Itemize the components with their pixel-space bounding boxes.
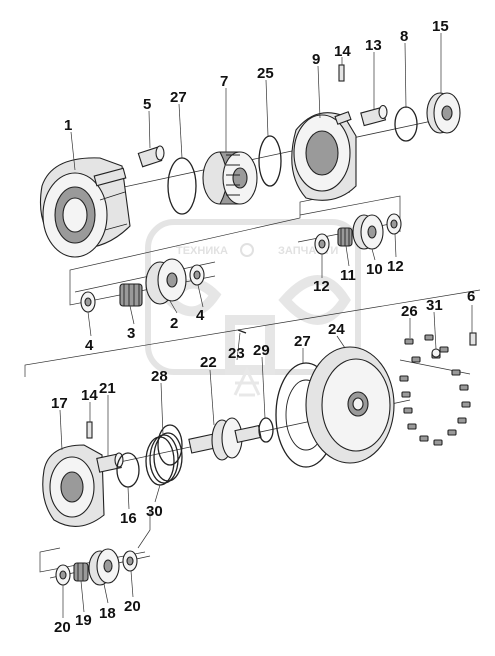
callout-13: 13 xyxy=(365,37,382,54)
callout-23: 23 xyxy=(228,345,245,362)
watermark-text-left: ТЕХНИКА xyxy=(176,245,228,257)
part-23-key xyxy=(237,329,247,334)
callout-25: 25 xyxy=(257,65,274,82)
part-4-washer-left-a xyxy=(80,291,96,313)
part-14-pin-lower xyxy=(86,421,93,439)
callout-28: 28 xyxy=(151,368,168,385)
part-24-cover xyxy=(305,346,395,464)
part-7-gear xyxy=(202,151,258,205)
callout-26: 26 xyxy=(401,303,418,320)
part-25-ring xyxy=(258,135,282,187)
part-12-washer-right-b xyxy=(386,213,402,235)
part-20-washer-lower-a xyxy=(55,564,71,586)
part-29-small-ring xyxy=(258,417,274,443)
part-11-roller-bearing xyxy=(337,227,353,247)
part-31-washer xyxy=(431,348,441,358)
callout-12-b: 12 xyxy=(387,258,404,275)
part-2-gear xyxy=(145,258,187,305)
callout-9: 9 xyxy=(312,51,320,68)
watermark-text-right: ЗАПЧАСТИ xyxy=(278,245,338,257)
callout-15: 15 xyxy=(432,18,449,35)
part-19-roller-bearing xyxy=(73,562,89,582)
lower-top-line xyxy=(24,289,481,377)
callout-12-a: 12 xyxy=(313,278,330,295)
part-8-disc xyxy=(394,106,418,142)
part-22-shaft-gear xyxy=(188,417,262,461)
part-14-pin-upper xyxy=(338,64,345,82)
part-17-housing xyxy=(42,444,105,527)
callout-20-b: 20 xyxy=(124,598,141,615)
part-9-planet-carrier xyxy=(291,111,357,201)
part-18-gear xyxy=(88,548,120,586)
callout-17: 17 xyxy=(51,395,68,412)
part-1-carrier-housing xyxy=(39,157,131,258)
watermark-gear-icon xyxy=(240,243,254,257)
callout-14-a: 14 xyxy=(334,43,351,60)
lower-sub-link xyxy=(137,512,151,549)
callout-30: 30 xyxy=(146,503,163,520)
part-12-washer-right-a xyxy=(314,233,330,255)
callout-1: 1 xyxy=(64,117,72,134)
watermark: ТЕХНИКА ЗАПЧАСТИ xyxy=(145,219,361,397)
part-28-ring xyxy=(157,424,183,466)
callout-labels: 1 2 3 4 4 5 6 7 8 9 10 11 12 12 13 14 14… xyxy=(51,18,475,636)
callout-29: 29 xyxy=(253,342,270,359)
watermark-logo-right xyxy=(278,275,351,325)
part-20-washer-lower-b xyxy=(122,550,138,572)
callout-24: 24 xyxy=(328,321,345,338)
callout-3: 3 xyxy=(127,325,135,342)
part-13-pin xyxy=(360,104,388,127)
part-6-bolt xyxy=(469,332,477,346)
part-bolts-group xyxy=(399,332,477,446)
callout-8: 8 xyxy=(400,28,408,45)
part-4-washer-left-b xyxy=(189,264,205,286)
callout-27-a: 27 xyxy=(170,89,187,106)
part-16-disc xyxy=(116,452,140,488)
callout-21: 21 xyxy=(99,380,116,397)
callout-6: 6 xyxy=(467,288,475,305)
callout-18: 18 xyxy=(99,605,116,622)
callout-10: 10 xyxy=(366,261,383,278)
callout-22: 22 xyxy=(200,354,217,371)
part-5-pin xyxy=(137,145,165,168)
callout-31: 31 xyxy=(426,297,443,314)
callout-5: 5 xyxy=(143,96,151,113)
callout-2: 2 xyxy=(170,315,178,332)
callout-4-b: 4 xyxy=(196,307,205,324)
callout-4-a: 4 xyxy=(85,337,94,354)
upper-sub-axis xyxy=(74,261,216,293)
callout-19: 19 xyxy=(75,612,92,629)
callout-14-b: 14 xyxy=(81,387,98,404)
part-15-gear xyxy=(426,92,461,134)
callout-11: 11 xyxy=(340,267,356,284)
part-3-roller-bearing xyxy=(119,283,143,307)
watermark-wheat-icon xyxy=(233,366,261,397)
part-27-ring-upper xyxy=(167,157,197,215)
part-10-gear xyxy=(352,214,384,250)
callout-20-a: 20 xyxy=(54,619,71,636)
callout-27-b: 27 xyxy=(294,333,311,350)
part-30-ring-set xyxy=(145,432,183,486)
callout-leaders xyxy=(59,33,473,618)
callout-16: 16 xyxy=(120,510,137,527)
callout-7: 7 xyxy=(220,73,228,90)
